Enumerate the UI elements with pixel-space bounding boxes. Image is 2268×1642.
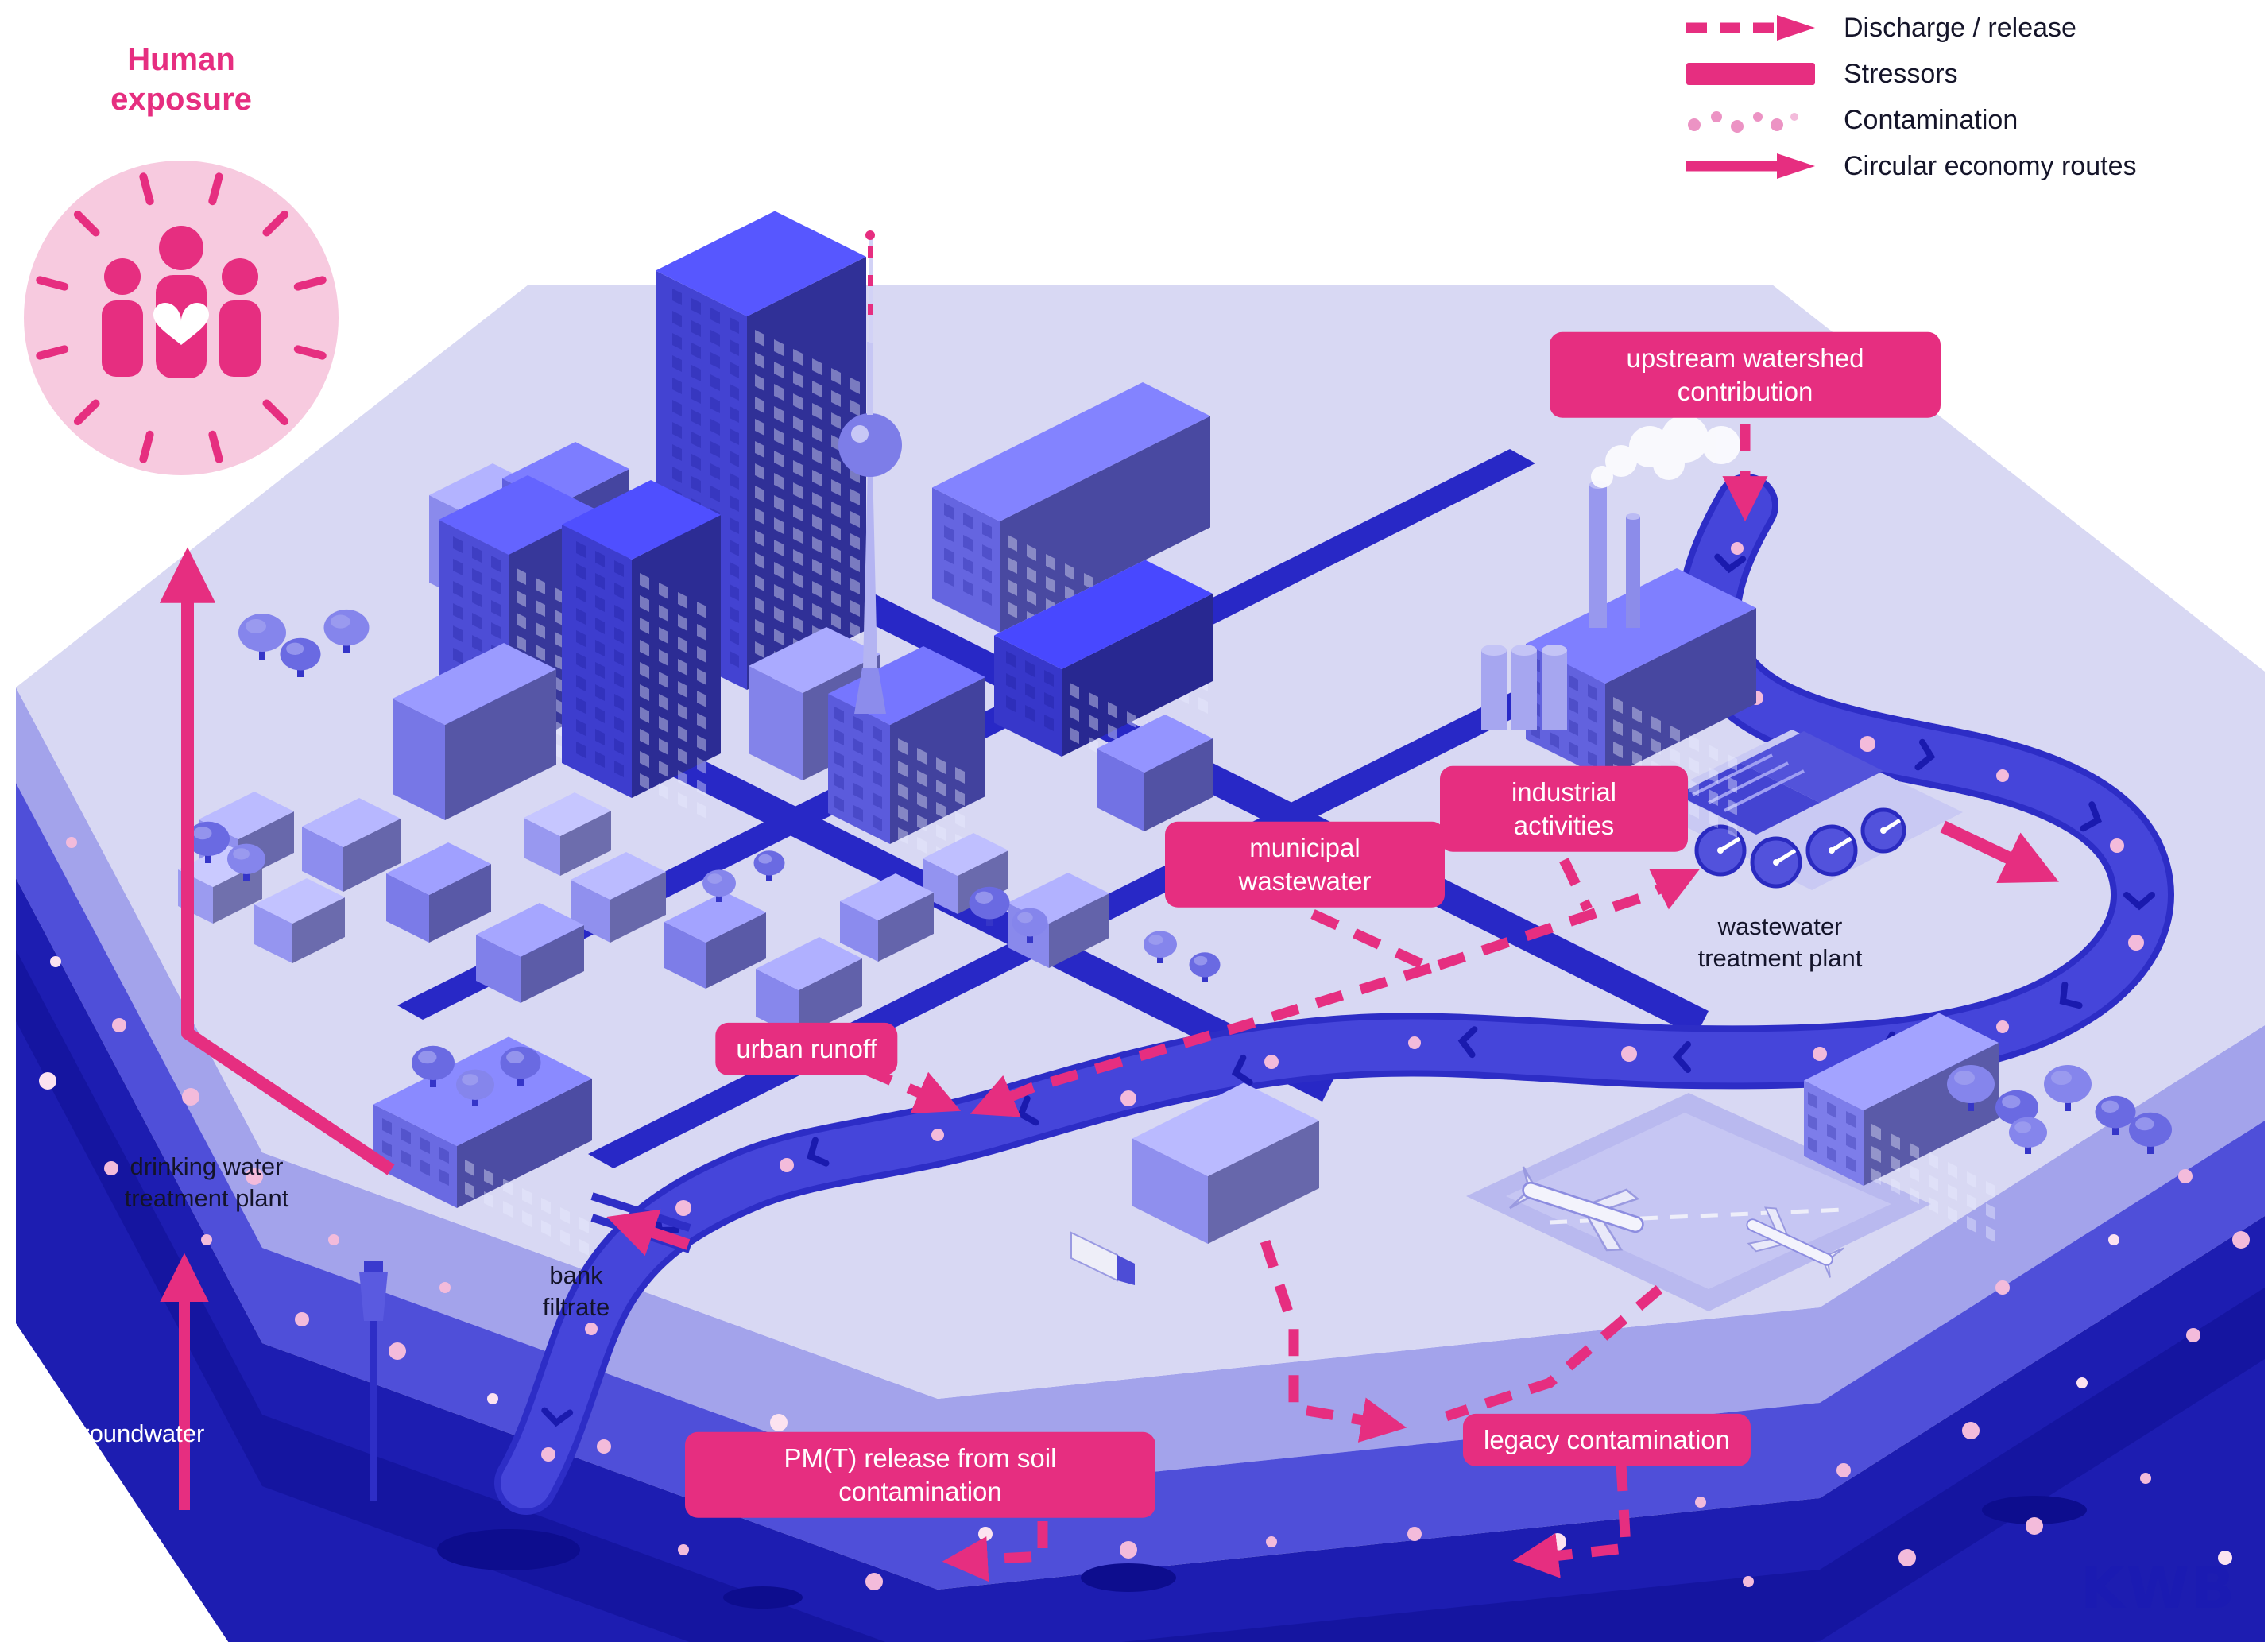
radiating-ticks: [36, 172, 327, 463]
groundwater-well: [359, 1261, 388, 1501]
kwb-logo: KWB: [2080, 1555, 2237, 1621]
tag-urban-runoff: urban runoff: [715, 1022, 898, 1076]
bank-filtrate-label: bank filtrate: [542, 1261, 610, 1322]
urban-runoff-arrow: [864, 1065, 962, 1114]
human-exposure-label: Human exposure: [110, 42, 252, 117]
wastewater-treatment-plant: [1641, 730, 1963, 890]
contamination-dots-river: [541, 542, 2144, 1462]
airport-route: [1445, 1285, 1663, 1422]
wwtp-label: wastewater treatment plant: [1697, 912, 1863, 973]
legend-label: Discharge / release: [1844, 12, 2076, 43]
tag-municipal-wastewater: municipal wastewater: [1165, 821, 1445, 908]
legend-label: Circular economy routes: [1844, 150, 2137, 181]
circular-economy-icon: [1683, 145, 1831, 188]
legend: Discharge / release Stressors Contaminat…: [1683, 6, 2136, 188]
stressors-icon: [1683, 52, 1831, 95]
wastewater-to-river-arrow: [970, 962, 1432, 1117]
airport: [1466, 1093, 1931, 1311]
groundwater-label: groundwater: [68, 1419, 205, 1447]
human-exposure-icon: [24, 161, 339, 475]
contamination-icon: [1683, 99, 1831, 141]
heart-icon: [153, 303, 209, 345]
wwtp-discharge-arrow: [1940, 820, 2059, 884]
dwtp-label: drinking water treatment plant: [124, 1152, 289, 1213]
legacy-spread-arrow: [1512, 1463, 1631, 1578]
smoke-cloud: [1591, 415, 1740, 488]
pmt-spread-arrow: [942, 1521, 1048, 1582]
truck: [1070, 1231, 1135, 1285]
industrial-join: [1559, 858, 1593, 912]
facility-grounds: [1466, 730, 1963, 1311]
tag-upstream-watershed: upstream watershed contribution: [1550, 331, 1941, 419]
tag-industrial-activities: industrial activities: [1440, 765, 1688, 853]
legend-label: Contamination: [1844, 104, 2018, 135]
discharge-routes: [864, 424, 1768, 1582]
tv-tower: [838, 230, 902, 714]
municipal-to-wwtp-arrow: [1310, 868, 1700, 974]
legend-label: Stressors: [1844, 58, 1958, 89]
to-human-exposure-arrow: [159, 547, 395, 1175]
bank-filtrate-arrow: [606, 1209, 691, 1257]
discharge-release-icon: [1683, 6, 1831, 49]
tag-pmt-release: PM(T) release from soil contamination: [685, 1431, 1155, 1519]
solid-routes: [159, 547, 2059, 1510]
city-buildings: [178, 211, 2172, 1256]
tag-legacy-contamination: legacy contamination: [1462, 1413, 1751, 1467]
flow-arrows: [159, 424, 2059, 1582]
